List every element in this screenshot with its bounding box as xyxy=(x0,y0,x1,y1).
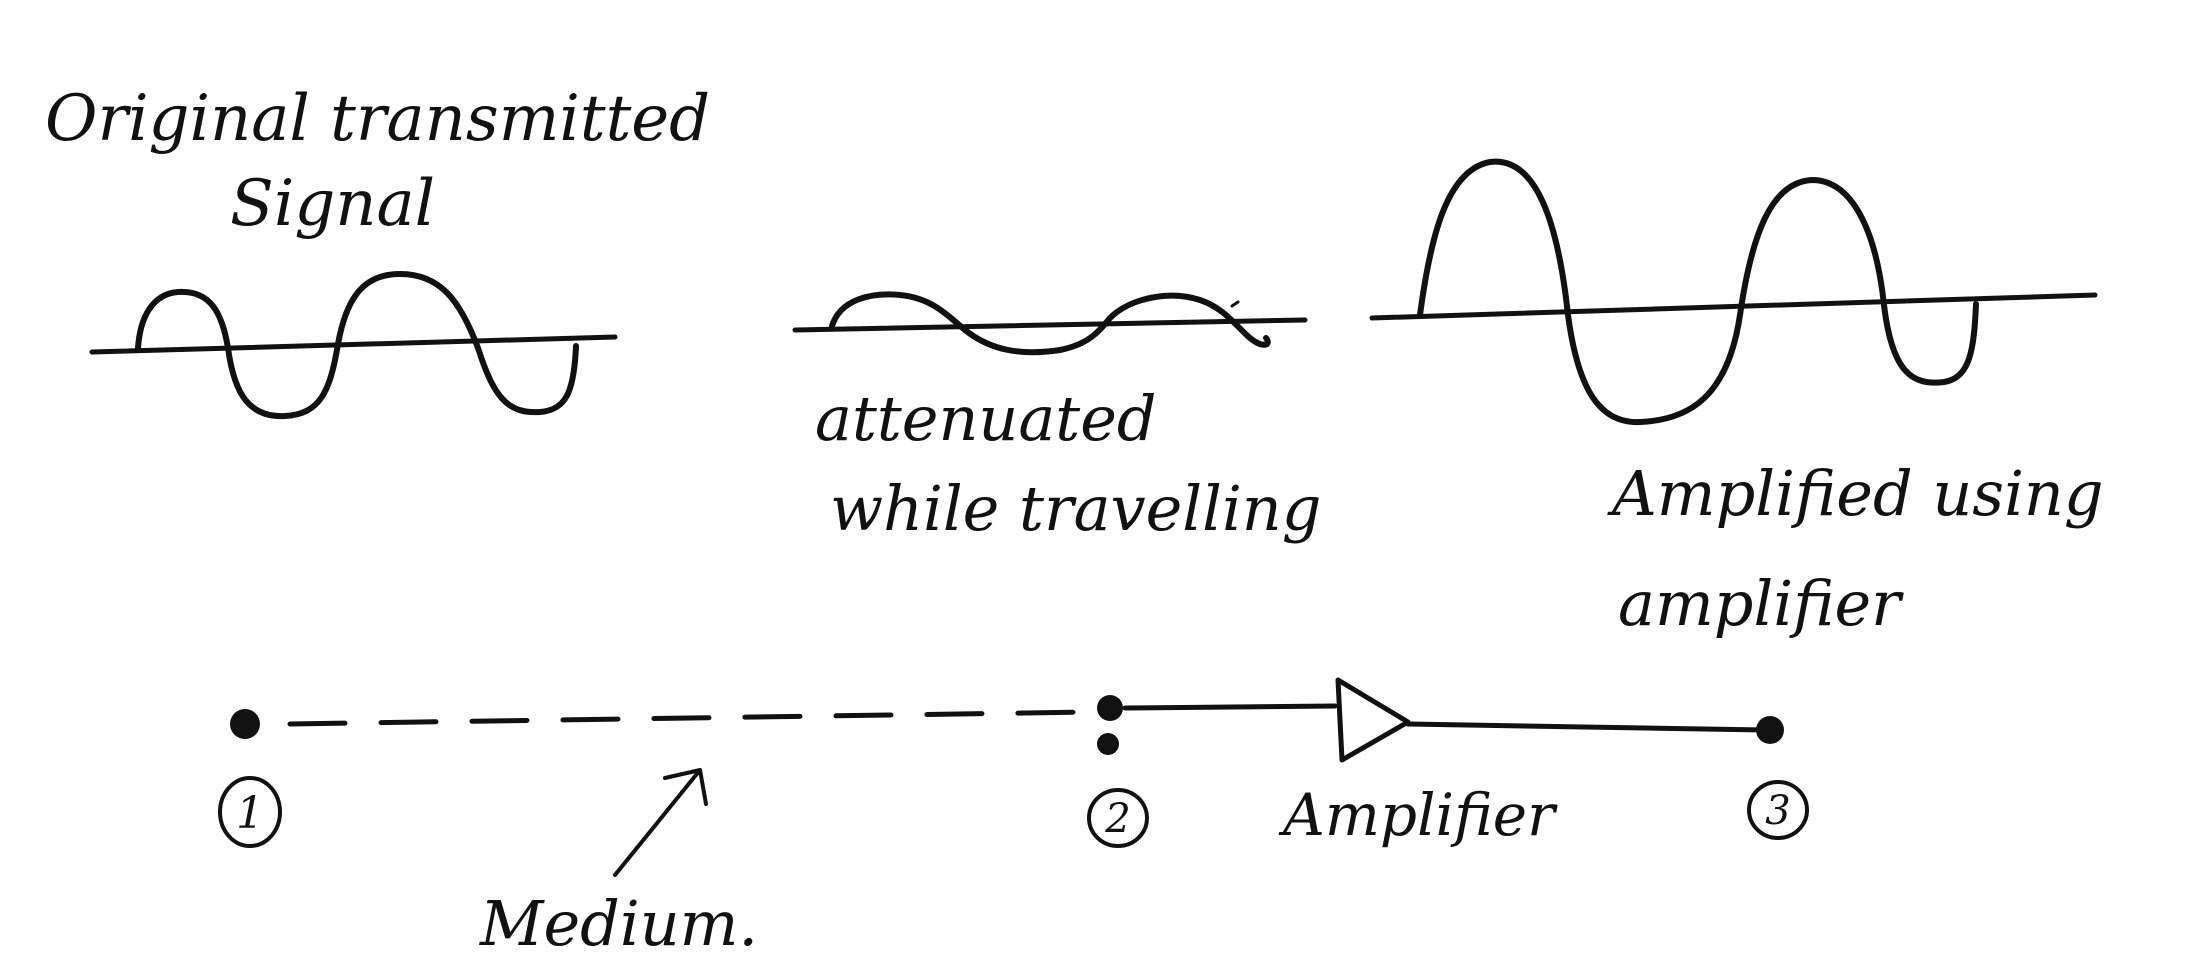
node-1-label: 1 xyxy=(218,776,282,848)
node-1-dot xyxy=(230,709,260,739)
link-2-to-amplifier xyxy=(1122,703,1338,711)
medium-arrow xyxy=(613,768,708,877)
node-3-circle xyxy=(1747,780,1809,840)
attenuated-sine-wave xyxy=(829,291,1271,356)
node-1-number: 1 xyxy=(236,788,264,839)
label-attenuated-line2: while travelling xyxy=(830,472,1321,545)
amplifier-triangle xyxy=(1335,677,1411,763)
original-sine-wave xyxy=(135,271,579,420)
node-3-number: 3 xyxy=(1765,788,1790,834)
label-amplified-line1: Amplified using xyxy=(1607,457,2104,530)
node-2-dot-lower xyxy=(1097,733,1119,755)
node-3-label: 3 xyxy=(1747,780,1809,840)
label-amplifier: Amplifier xyxy=(1278,781,1558,849)
node-3-dot xyxy=(1756,716,1784,744)
medium-dashed-line xyxy=(287,709,1093,727)
attenuated-baseline xyxy=(792,317,1308,333)
amplified-baseline xyxy=(1369,292,2098,321)
label-attenuated-line1: attenuated xyxy=(815,382,1157,455)
label-amplified-line2: amplifier xyxy=(1618,567,1904,640)
node-2-circle xyxy=(1087,788,1149,848)
node-1-circle xyxy=(218,776,282,848)
label-original-line2: Signal xyxy=(230,167,435,241)
node-2-dot-upper xyxy=(1097,695,1123,721)
node-2-number: 2 xyxy=(1104,796,1130,842)
amplified-sine-wave xyxy=(1417,158,1979,426)
attenuated-stroke-mark xyxy=(1230,300,1240,308)
original-baseline xyxy=(89,334,618,355)
link-amplifier-to-3 xyxy=(1405,721,1768,733)
label-medium: Medium. xyxy=(479,887,758,960)
label-original-line1: Original transmitted xyxy=(45,82,710,156)
node-2-label: 2 xyxy=(1087,788,1149,848)
